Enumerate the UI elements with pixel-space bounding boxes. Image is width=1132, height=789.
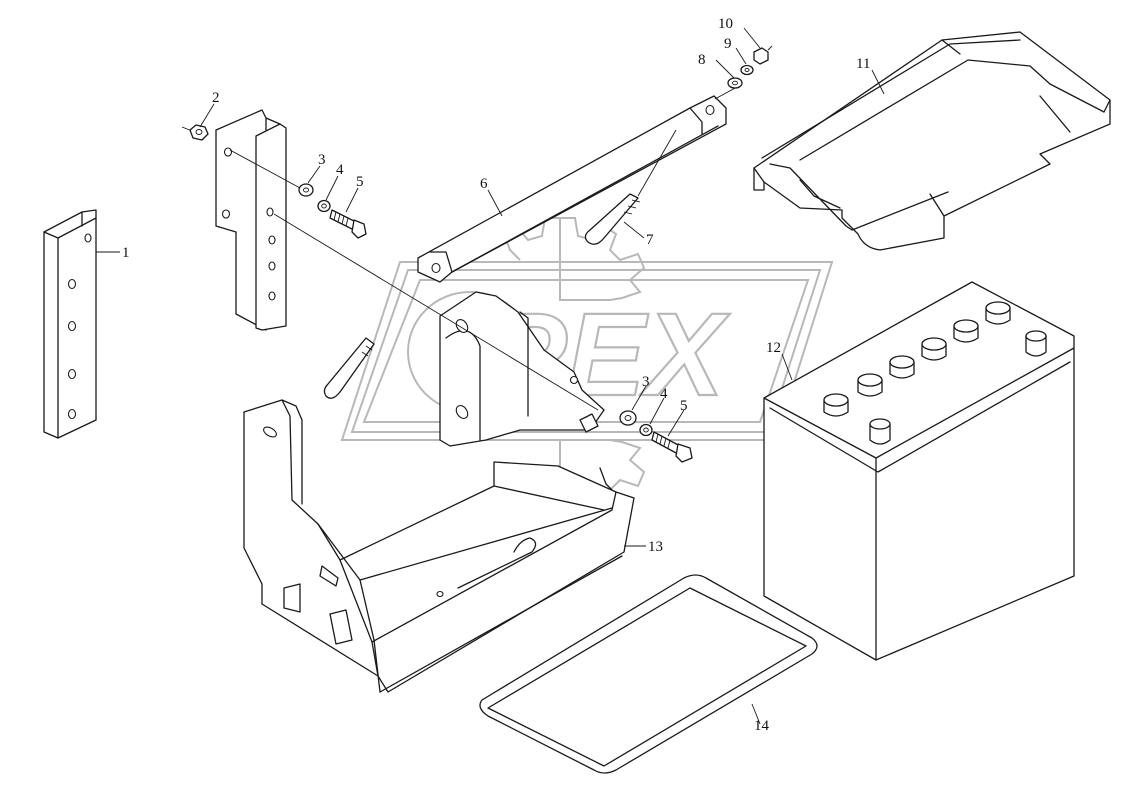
callout-3: 3 [318,152,326,168]
part-7-j-bolt-second [323,337,375,399]
callout-4: 4 [336,162,344,178]
callout-1: 1 [122,245,130,261]
callout-labels: 1 2 3 4 5 6 7 8 9 10 11 12 3 4 5 13 14 [122,16,870,734]
callout-14: 14 [754,718,770,734]
callout-12: 12 [766,340,781,356]
part-11-battery-cover [753,31,1111,251]
part-3-washer-lower [579,410,637,433]
callout-3-lower: 3 [642,374,650,390]
callout-5: 5 [356,174,364,190]
battery-vent-caps [823,301,1011,417]
callout-11: 11 [856,56,870,72]
part-10-nut [753,45,773,65]
part-5-bolt-upper [329,209,367,239]
callout-8: 8 [698,52,706,68]
part-mounting-plates [215,109,287,331]
callout-9: 9 [724,36,732,52]
leader-lines [96,27,885,725]
part-3-washer-upper [229,149,314,197]
callout-10: 10 [718,16,733,32]
part-7-j-bolt [584,129,677,245]
part-6-hold-down-bar [417,86,738,283]
part-4-lock-washer-lower [639,423,653,437]
watermark-logo: PEX [340,217,834,523]
part-14-battery-pad [479,574,818,774]
callout-7: 7 [646,232,654,248]
part-12-battery [763,281,1075,661]
part-5-bolt-lower [651,431,693,463]
assembly-line [273,213,599,411]
part-13-battery-tray [243,399,635,693]
part-8-washer [727,77,743,89]
callout-5-lower: 5 [680,398,688,414]
callout-4-lower: 4 [660,386,668,402]
callout-6: 6 [480,176,488,192]
part-9-lock-washer [740,64,754,76]
callout-13: 13 [648,539,663,555]
part-2-nut [181,124,209,141]
battery-terminals [869,330,1047,445]
part-4-lock-washer-upper [317,199,331,213]
callout-2: 2 [212,90,220,106]
part-1-bracket [43,209,97,439]
